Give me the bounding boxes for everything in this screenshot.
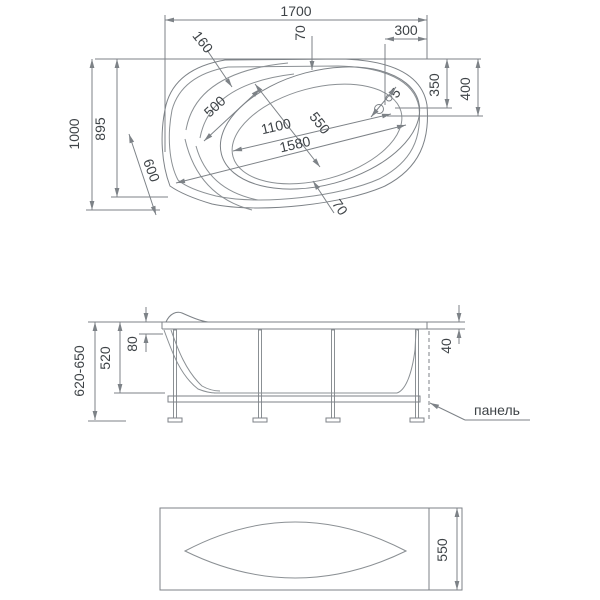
front-view: панель 620-650 520 80 40: [71, 305, 530, 423]
dimension-arrowhead: [454, 581, 460, 590]
dim-rim-bottom: 70: [329, 196, 351, 218]
dimension-arrowhead: [165, 17, 174, 23]
dimension-arrowhead: [430, 403, 440, 410]
tub-outer-outline: [161, 58, 428, 209]
dimension-arrowhead: [114, 59, 120, 68]
dimension-arrowhead: [92, 411, 98, 420]
dimension-arrowhead: [129, 134, 135, 144]
dimension-arrowhead: [143, 334, 149, 343]
dimension-arrowhead: [418, 17, 427, 23]
dimension-arrowhead: [92, 322, 98, 331]
dimension-arrowhead: [312, 158, 320, 167]
basin-outer-oval: [219, 66, 421, 190]
dimension-arrowhead: [309, 61, 315, 70]
dimension-arrowhead: [385, 36, 394, 42]
dimension-arrowhead: [114, 188, 120, 197]
foot-1: [167, 417, 183, 423]
seat-arc-1: [195, 145, 259, 201]
dim-rim-edge: 40: [438, 338, 454, 354]
dimension-arrowhead: [143, 313, 149, 322]
dim-rim-drop: 80: [124, 336, 140, 352]
dim-corner-600: 600: [140, 157, 163, 185]
dimension-arrowhead: [313, 181, 320, 190]
dim-hole-400: 400: [457, 77, 473, 101]
tub-inner-rim: [168, 65, 420, 201]
dimension-arrowhead: [444, 59, 450, 68]
dimension-arrowhead: [475, 107, 481, 116]
dim-right-offset: 300: [394, 22, 418, 38]
dim-panel-width: 550: [434, 538, 450, 562]
dimension-arrowhead: [224, 78, 232, 87]
dim-headrest-500: 500: [201, 92, 229, 120]
dim-hole-350: 350: [426, 73, 442, 97]
dimension-arrowhead: [388, 87, 396, 96]
basin-inner-oval: [231, 83, 403, 185]
dimension-arrowhead: [255, 84, 263, 93]
dim-inner-width: 895: [92, 117, 108, 141]
dimension-arrowhead: [117, 384, 123, 393]
headrest-bump: [165, 311, 209, 323]
dimension-arrowhead: [456, 329, 462, 338]
top-view: 1700 300 70 350 400 1000 895 160 500 600: [66, 3, 483, 218]
dim-basin-1100: 1100: [259, 115, 292, 137]
leg-2: [258, 329, 262, 419]
panel-lens-shape: [183, 521, 408, 579]
foot-4: [409, 417, 425, 423]
dimension-arrowhead: [89, 59, 95, 68]
dimension-arrowhead: [418, 36, 427, 42]
dimension-arrowhead: [371, 108, 379, 117]
frame-bar: [167, 395, 421, 403]
dim-headrest-160: 160: [189, 28, 216, 56]
foot-3: [325, 417, 341, 423]
seat-arc-2: [184, 138, 253, 211]
dimension-arrowhead: [396, 124, 406, 130]
headrest-outer-arc: [185, 62, 289, 131]
dimension-arrowhead: [204, 133, 213, 141]
leg-4: [415, 329, 419, 419]
shell-left-curve-1: [163, 329, 217, 394]
dim-overall-width: 1000: [66, 118, 82, 149]
bottom-view: 550: [159, 507, 463, 591]
dimension-arrowhead: [444, 99, 450, 108]
dimension-arrowhead: [456, 313, 462, 322]
dim-overall-length: 1700: [280, 3, 311, 19]
dimension-arrowhead: [150, 205, 156, 215]
shell-left-curve-2: [170, 329, 221, 392]
headrest-inner-arc: [199, 73, 295, 139]
dimension-arrowhead: [176, 178, 186, 184]
dimension-arrowhead: [89, 201, 95, 210]
dimension-arrowhead: [475, 59, 481, 68]
leg-3: [331, 329, 335, 419]
dim-rim-top: 70: [292, 25, 308, 41]
panel-label: панель: [474, 402, 520, 418]
faucet-hole-large: [374, 104, 384, 114]
foot-2: [252, 417, 268, 423]
dimension-arrowhead: [117, 322, 123, 331]
dim-line-1100: [232, 113, 392, 152]
dim-total-height: 620-650: [71, 345, 87, 397]
dim-line-1580: [175, 124, 407, 184]
dimension-arrowhead: [454, 508, 460, 517]
dim-line-550: [254, 83, 321, 168]
dim-basin-1580: 1580: [278, 133, 312, 156]
panel-rectangle: [159, 507, 463, 591]
shell-right-curve: [396, 330, 417, 394]
dim-line-600: [128, 133, 157, 216]
dim-frame-height: 520: [97, 346, 113, 370]
dimension-arrowhead: [233, 146, 243, 152]
dimension-arrowhead: [251, 89, 260, 97]
dim-line-500: [203, 88, 261, 142]
dimension-arrowhead: [381, 113, 391, 119]
